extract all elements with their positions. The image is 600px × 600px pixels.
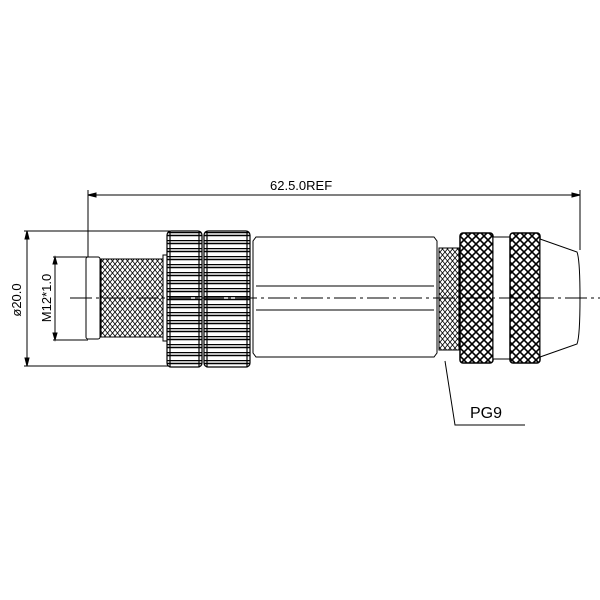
diameter-label: ø20.0 xyxy=(9,283,24,316)
length-label: 62.5.0REF xyxy=(270,178,332,193)
pg9-thread xyxy=(438,247,460,351)
thread-dimension xyxy=(52,255,88,342)
diameter-dimension xyxy=(24,230,170,367)
coupling-nut xyxy=(166,230,251,368)
thread-label: M12*1.0 xyxy=(39,274,54,322)
pg9-label: PG9 xyxy=(470,405,502,422)
pg9-leader xyxy=(444,360,525,426)
connector-body xyxy=(252,236,438,358)
length-dimension xyxy=(87,190,581,258)
